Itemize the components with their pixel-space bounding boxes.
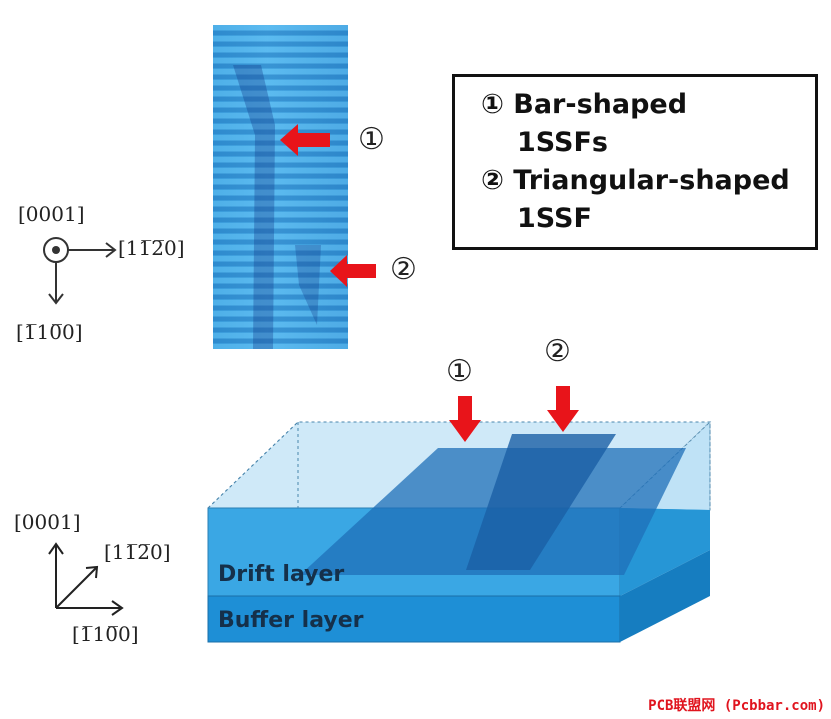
top-axis-vertical-label: [1̅10̅0] bbox=[16, 320, 83, 344]
top-axis-horizontal-label: [11̅2̅0] bbox=[118, 236, 185, 260]
legend-line-1: ① Bar-shaped bbox=[481, 89, 688, 120]
block-arrow-2-icon bbox=[547, 386, 579, 432]
el-image bbox=[213, 25, 348, 349]
layer-block-diagram bbox=[206, 420, 712, 643]
block-arrow-1-icon bbox=[449, 396, 481, 442]
watermark-text: PCB联盟网 (Pcbbar.com) bbox=[648, 698, 825, 714]
bottom-axes-icon bbox=[48, 542, 124, 616]
triangle-fault-plane bbox=[466, 434, 616, 570]
block-marker-2: ② bbox=[544, 334, 571, 369]
legend-box: ① Bar-shaped 1SSFs ② Triangular-shaped 1… bbox=[452, 74, 818, 250]
legend-line-4: 1SSF bbox=[517, 203, 592, 234]
bottom-axis-up-label: [0001] bbox=[14, 510, 81, 534]
photo-marker-2: ② bbox=[390, 252, 417, 287]
drift-layer-label: Drift layer bbox=[218, 562, 345, 587]
bottom-axis-right-label: [1̅10̅0] bbox=[72, 622, 139, 646]
top-axes-icon bbox=[43, 237, 117, 305]
legend-line-3: ② Triangular-shaped bbox=[481, 165, 790, 196]
triangle-fault-shadow bbox=[295, 245, 321, 325]
top-axis-0001-label: [0001] bbox=[18, 202, 85, 226]
bar-fault-shadow bbox=[233, 65, 275, 349]
arrow-1-icon bbox=[280, 124, 330, 156]
bottom-axis-diag-label: [11̅2̅0] bbox=[104, 540, 171, 564]
block-marker-1: ① bbox=[446, 354, 473, 389]
arrow-2-icon bbox=[330, 255, 376, 287]
buffer-layer-label: Buffer layer bbox=[218, 608, 364, 633]
legend-line-2: 1SSFs bbox=[517, 127, 608, 158]
buffer-layer-side bbox=[620, 550, 710, 642]
photo-marker-1: ① bbox=[358, 122, 385, 157]
